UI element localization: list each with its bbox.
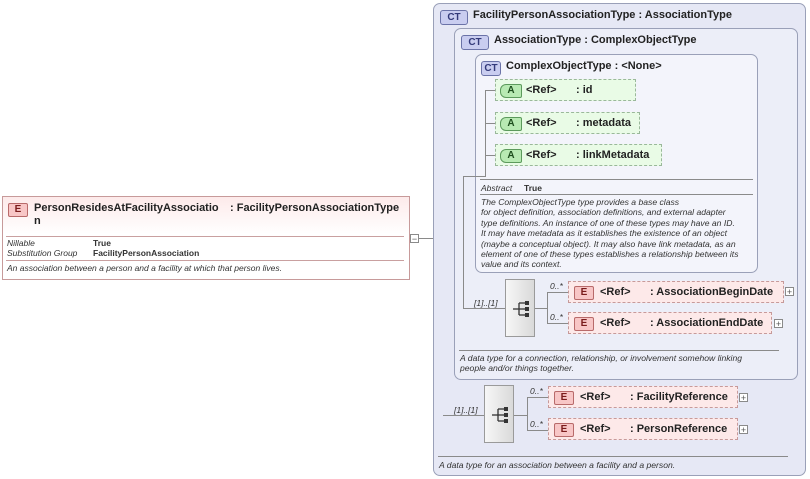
abstract-value: True: [524, 183, 542, 193]
element-name: : FacilityReference: [630, 391, 728, 403]
connector: [485, 90, 486, 177]
description-line: for object definition, association defin…: [481, 207, 726, 218]
root-element-name-line2: n: [34, 215, 41, 227]
attribute-name: : id: [576, 84, 593, 96]
element-badge: E: [554, 423, 574, 437]
attribute-link-metadata[interactable]: A <Ref> : linkMetadata: [495, 144, 662, 166]
attribute-ref: <Ref>: [526, 117, 557, 129]
element-ref: <Ref>: [580, 423, 611, 435]
separator: [438, 456, 788, 457]
connector: [463, 176, 486, 177]
complex-type-title: AssociationType : ComplexObjectType: [494, 34, 697, 46]
connector: [443, 415, 485, 416]
attribute-id[interactable]: A <Ref> : id: [495, 79, 636, 101]
element-badge: E: [8, 203, 28, 217]
complex-type-badge: CT: [481, 61, 501, 76]
element-person-reference[interactable]: E <Ref> : PersonReference: [548, 418, 738, 440]
connector: [547, 323, 568, 324]
attribute-name: : metadata: [576, 117, 632, 129]
complex-type-description: A data type for an association between a…: [439, 460, 676, 470]
abstract-key: Abstract: [481, 183, 513, 193]
attribute-badge: A: [500, 84, 522, 98]
sequence-box[interactable]: [505, 279, 535, 337]
element-badge: E: [574, 317, 594, 331]
expand-toggle[interactable]: +: [785, 287, 794, 297]
expand-toggle[interactable]: +: [774, 319, 783, 329]
connector: [463, 308, 505, 309]
element-badge: E: [574, 286, 594, 300]
complex-type-title: ComplexObjectType : <None>: [506, 60, 662, 72]
element-ref: <Ref>: [600, 317, 631, 329]
connector: [527, 430, 548, 431]
complex-type-badge: CT: [461, 35, 489, 50]
complex-type-title: FacilityPersonAssociationType : Associat…: [473, 9, 732, 21]
complex-type-description: The ComplexObjectType type provides a ba…: [481, 197, 756, 270]
element-cardinality: 0..*: [550, 312, 563, 322]
attribute-badge: A: [500, 117, 522, 131]
element-ref: <Ref>: [580, 391, 611, 403]
element-name: : AssociationBeginDate: [650, 286, 774, 298]
sequence-icon: [512, 301, 530, 322]
description-line: type definitions. An instance of one of …: [481, 217, 735, 228]
connector: [547, 292, 548, 323]
element-name: : AssociationEndDate: [650, 317, 764, 329]
sequence-box[interactable]: [484, 385, 514, 443]
root-element-name-line1: PersonResidesAtFacilityAssociatio: [34, 202, 219, 214]
expand-toggle[interactable]: +: [739, 425, 748, 435]
element-cardinality: 0..*: [530, 419, 543, 429]
description-line: element of one of these types establishe…: [481, 249, 739, 260]
element-facility-reference[interactable]: E <Ref> : FacilityReference: [548, 386, 738, 408]
sequence-cardinality: [1]..[1]: [454, 405, 478, 415]
root-element-description: An association between a person and a fa…: [7, 263, 282, 273]
prop-nillable-key: Nillable: [7, 238, 35, 248]
root-element-box[interactable]: E PersonResidesAtFacilityAssociatio : Fa…: [2, 196, 410, 280]
complex-type-description-line1: A data type for a connection, relationsh…: [460, 353, 742, 363]
sequence-cardinality: [1]..[1]: [474, 298, 498, 308]
root-element-type: : FacilityPersonAssociationType: [230, 202, 400, 214]
description-line: (maybe a conceptual object). It may also…: [481, 238, 736, 249]
attribute-name: : linkMetadata: [576, 149, 650, 161]
separator: [459, 350, 779, 351]
separator: [6, 236, 404, 237]
attribute-ref: <Ref>: [526, 84, 557, 96]
connector: [527, 397, 528, 430]
element-cardinality: 0..*: [550, 281, 563, 291]
element-ref: <Ref>: [600, 286, 631, 298]
complex-type-description-line2: people and/or things together.: [460, 363, 574, 373]
connector: [485, 123, 495, 124]
complex-type-badge: CT: [440, 10, 468, 25]
separator: [480, 179, 753, 180]
connector: [535, 308, 547, 309]
prop-substitution-value: FacilityPersonAssociation: [93, 248, 200, 258]
connector: [485, 155, 495, 156]
expand-toggle[interactable]: +: [739, 393, 748, 403]
description-line: value and its context.: [481, 259, 562, 270]
element-name: : PersonReference: [630, 423, 728, 435]
attribute-ref: <Ref>: [526, 149, 557, 161]
collapse-toggle[interactable]: −: [410, 234, 419, 244]
connector: [527, 397, 548, 398]
attribute-metadata[interactable]: A <Ref> : metadata: [495, 112, 640, 134]
separator: [6, 260, 404, 261]
description-line: The ComplexObjectType type provides a ba…: [481, 197, 680, 207]
prop-nillable-value: True: [93, 238, 111, 248]
connector: [547, 292, 568, 293]
element-association-begin-date[interactable]: E <Ref> : AssociationBeginDate: [568, 281, 784, 303]
element-cardinality: 0..*: [530, 386, 543, 396]
element-badge: E: [554, 391, 574, 405]
connector: [463, 176, 464, 309]
prop-substitution-key: Substitution Group: [7, 248, 78, 258]
connector: [419, 238, 443, 239]
connector: [485, 90, 495, 91]
connector: [514, 415, 527, 416]
attribute-badge: A: [500, 149, 522, 163]
sequence-icon: [491, 407, 509, 428]
separator: [480, 194, 753, 195]
element-association-end-date[interactable]: E <Ref> : AssociationEndDate: [568, 312, 772, 334]
description-line: It may have metadata as it establishes t…: [481, 228, 728, 239]
